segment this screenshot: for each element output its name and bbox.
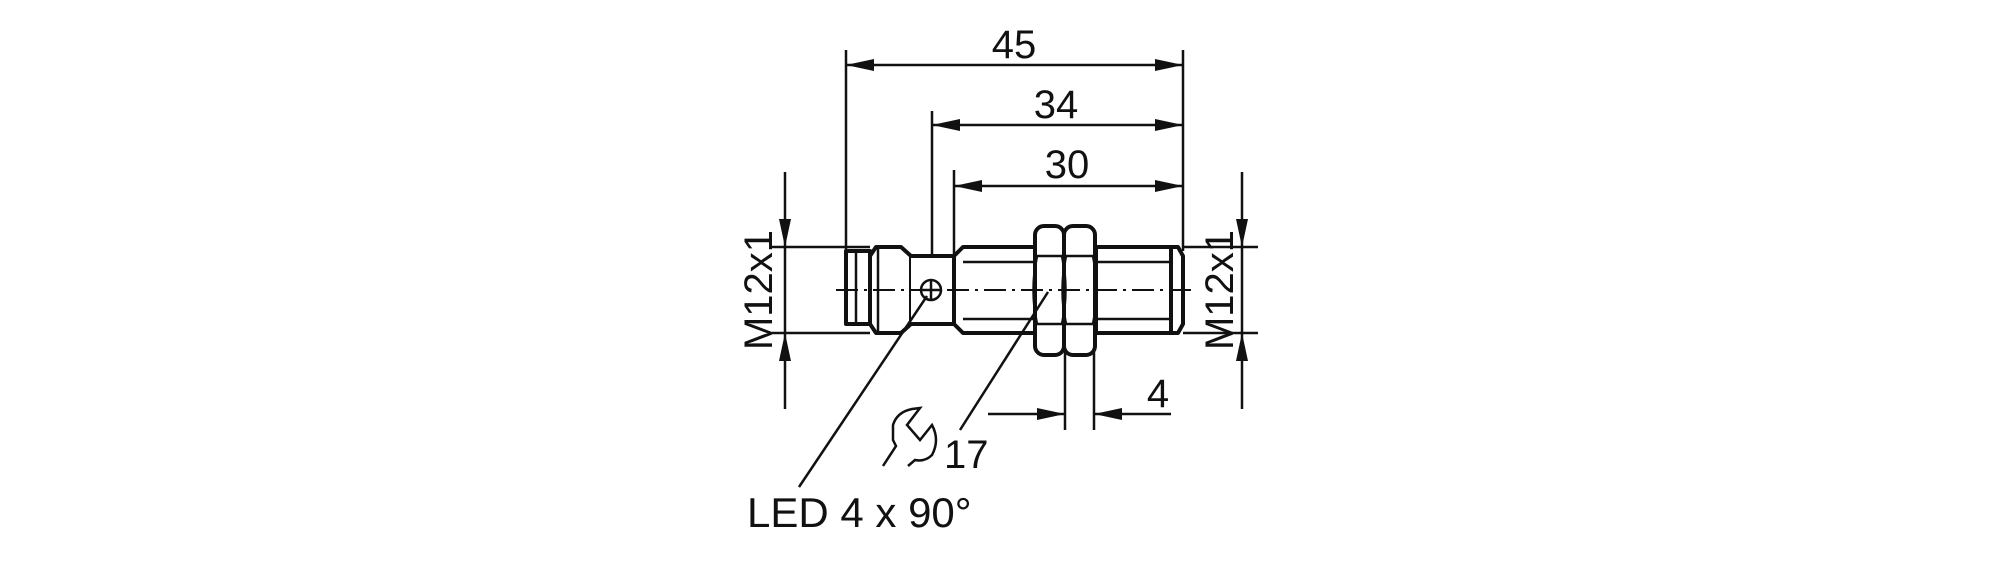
dimension-label-30: 30: [1045, 143, 1090, 187]
dimension-30: 30: [954, 143, 1183, 192]
dimension-label-4: 4: [1147, 372, 1169, 416]
led-icon: [919, 278, 943, 302]
dimension-thread-right: M12x1: [1198, 172, 1248, 409]
dimension-45: 45: [846, 23, 1183, 71]
dimension-label-34: 34: [1034, 83, 1079, 127]
dimension-34: 34: [932, 83, 1183, 131]
thread-label-left: M12x1: [737, 230, 781, 350]
dimension-label-45: 45: [992, 23, 1037, 67]
led-leader-line: [797, 295, 929, 488]
dimension-4: 4: [988, 372, 1171, 420]
wrench-leader-line: [958, 291, 1050, 431]
wrench-icon: [881, 406, 938, 467]
led-label: LED 4 x 90°: [747, 489, 972, 536]
dimension-thread-left: M12x1: [737, 172, 791, 409]
wrench-size-label: 17: [944, 433, 989, 477]
thread-label-right: M12x1: [1198, 230, 1242, 350]
extension-lines: [772, 50, 1258, 430]
